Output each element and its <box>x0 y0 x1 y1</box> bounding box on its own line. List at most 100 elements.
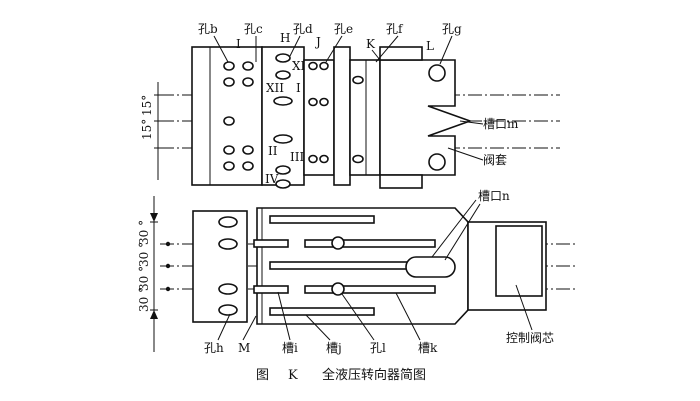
hole-f-2 <box>352 154 364 164</box>
angle-b3: 30 ° <box>137 266 151 291</box>
slot-i-upper <box>253 239 289 248</box>
bottom-labels: 槽口n 控制阀芯 孔h M 槽i 槽j 孔l 槽k <box>204 189 554 355</box>
hole-c-3 <box>273 96 293 106</box>
hole-h-1 <box>218 216 238 228</box>
label-J: J <box>314 35 321 49</box>
caption-letter: K <box>288 368 298 383</box>
leader-hole-g <box>439 35 453 65</box>
caption-fig: 图 <box>256 368 269 383</box>
label-I-2: I <box>296 81 301 95</box>
hole-b-9 <box>242 161 254 171</box>
hole-b-8 <box>223 161 235 171</box>
label-XI: XI <box>292 59 306 73</box>
hole-b-2 <box>242 61 254 71</box>
sleeve-segment-3 <box>303 59 335 176</box>
angle-top-right: 15° <box>140 95 154 116</box>
label-slot-n: 槽口n <box>478 189 510 203</box>
label-K: K <box>366 37 376 51</box>
slot-k-upper <box>304 239 436 248</box>
top-angle-dimension: 15° 15° <box>140 82 162 180</box>
hole-c-4 <box>273 134 293 144</box>
slot-i-lower <box>253 285 289 294</box>
hole-l-1 <box>331 236 345 250</box>
leader-hole-f <box>375 35 399 63</box>
label-spool: 控制阀芯 <box>506 331 554 345</box>
leader-hole-b <box>213 35 229 63</box>
leader-slot-m <box>459 120 484 125</box>
sleeve-segment-6 <box>379 59 473 176</box>
caption: 图 K 全液压转向器简图 <box>256 367 426 383</box>
hole-b-7 <box>242 145 254 155</box>
leader-hole-d <box>289 35 301 57</box>
leader-spool <box>515 284 533 331</box>
hole-h-3 <box>218 283 238 295</box>
slot-mid <box>269 261 421 270</box>
hole-h-2 <box>218 238 238 250</box>
angle-b2: 30 ° <box>137 242 151 267</box>
slot-n <box>405 256 456 278</box>
hole-e-4 <box>319 97 329 107</box>
label-hole-f: 孔f <box>386 22 404 36</box>
hole-e-6 <box>319 154 329 164</box>
hole-b-4 <box>242 77 254 87</box>
hole-c-1 <box>275 53 291 63</box>
valve-sleeve <box>160 46 560 189</box>
label-hole-c: 孔c <box>244 22 263 36</box>
leader-M <box>242 315 257 341</box>
slot-j <box>269 307 375 316</box>
label-slot-m: 槽口m <box>483 117 519 131</box>
hole-e-1 <box>308 61 318 71</box>
leader-hole-e <box>325 35 343 63</box>
label-sleeve: 阀套 <box>483 153 507 167</box>
leader-hole-h <box>217 313 231 341</box>
hole-b-1 <box>223 61 235 71</box>
label-IV: IV <box>265 172 279 186</box>
leader-slot-i <box>277 291 291 341</box>
hole-g-1 <box>428 64 446 82</box>
sleeve-segment-5 <box>349 59 381 176</box>
sleeve-segment-2 <box>261 46 305 186</box>
label-hole-g: 孔g <box>442 22 462 36</box>
hole-b-3 <box>223 77 235 87</box>
label-III: III <box>290 150 304 164</box>
sleeve-collar-bottom <box>379 174 423 189</box>
leader-slot-k <box>395 292 421 341</box>
hole-e-3 <box>308 97 318 107</box>
label-slot-j: 槽j <box>326 341 342 355</box>
slot-k-lower <box>304 285 436 294</box>
hole-g-2 <box>428 153 446 171</box>
hole-h-4 <box>218 304 238 316</box>
leader-slot-n-2 <box>444 203 481 261</box>
label-hole-e: 孔e <box>334 22 353 36</box>
label-M: M <box>238 341 250 355</box>
label-hole-l: 孔l <box>370 341 386 355</box>
slot-upper-1 <box>269 215 375 224</box>
label-hole-d: 孔d <box>293 22 313 36</box>
hole-c-6 <box>275 179 291 189</box>
label-II: II <box>268 144 278 158</box>
control-spool <box>160 207 575 325</box>
label-H: H <box>280 31 290 45</box>
label-slot-k: 槽k <box>418 341 438 355</box>
hole-b-6 <box>223 145 235 155</box>
spool-shaft-inner <box>495 225 543 297</box>
hole-c-5 <box>275 165 291 175</box>
label-I: I <box>236 37 241 51</box>
hole-c-2 <box>275 70 291 80</box>
bottom-angle-dimension: 30 ° 30 ° 30 ° 30 ° <box>137 196 171 352</box>
spool-left-block <box>192 210 248 323</box>
label-hole-h: 孔h <box>204 341 224 355</box>
label-XII: XII <box>266 81 284 95</box>
leader-slot-j <box>305 314 331 341</box>
leader-slot-n-1 <box>431 199 477 258</box>
hole-b-5 <box>223 116 235 126</box>
leader-K <box>371 49 381 61</box>
caption-title: 全液压转向器简图 <box>322 367 426 383</box>
sleeve-collar-top <box>379 46 423 61</box>
label-slot-i: 槽i <box>282 341 298 355</box>
hole-f-1 <box>352 75 364 85</box>
hole-e-5 <box>308 154 318 164</box>
hole-e-2 <box>319 61 329 71</box>
